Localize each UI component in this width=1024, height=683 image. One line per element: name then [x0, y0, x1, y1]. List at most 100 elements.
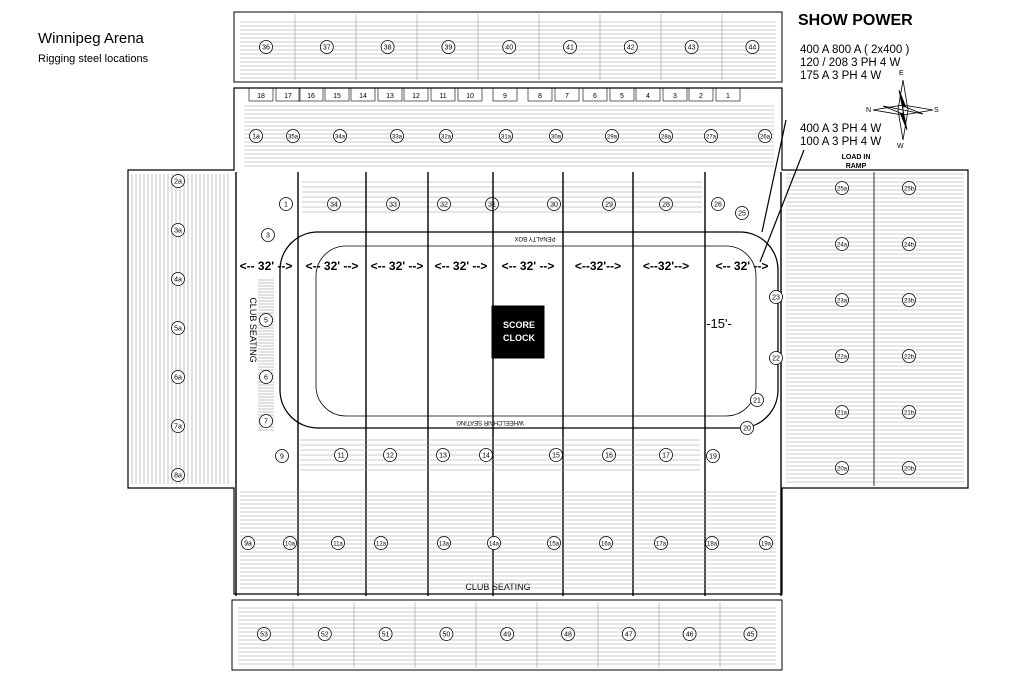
section-1-badge — [279, 197, 293, 211]
section-42-badge — [623, 40, 638, 54]
section-1a-label: 1a — [252, 134, 260, 141]
section-19-badge — [706, 449, 720, 463]
score-clock-box — [491, 305, 545, 359]
section-2a-label: 2a — [174, 179, 182, 186]
section-23b-label: 23b — [904, 299, 915, 305]
column-number-10: 10 — [466, 93, 474, 100]
section-14-badge — [479, 448, 493, 462]
section-52-label: 52 — [321, 632, 329, 639]
section-12a-label: 12a — [376, 542, 387, 548]
section-26a-label: 26a — [760, 135, 771, 141]
section-11a-label: 11a — [333, 542, 343, 548]
section-48-badge — [561, 627, 575, 641]
section-30a-label: 30a — [551, 135, 562, 141]
section-17-badge — [659, 448, 673, 462]
diagram-title: Winnipeg Arena — [38, 30, 144, 47]
bowl-outline — [127, 87, 969, 595]
section-36-label: 36 — [262, 45, 270, 52]
section-5-badge — [259, 313, 273, 327]
south-rink-seat-rows — [300, 439, 700, 471]
column-box — [635, 87, 661, 102]
power-spec-400-3ph: 400 A 3 PH 4 W — [800, 123, 882, 135]
column-number-14: 14 — [359, 93, 367, 100]
section-17a-label: 17a — [656, 542, 667, 548]
section-16-badge — [602, 448, 616, 462]
section-48-label: 48 — [564, 632, 572, 639]
section-31-label: 31 — [488, 202, 496, 209]
section-10a-label: 10a — [285, 542, 296, 548]
section-38-badge — [380, 40, 395, 54]
section-26-badge — [711, 197, 725, 211]
section-45-label: 45 — [747, 632, 755, 639]
penalty-box-label: PENALTY BOX — [514, 235, 555, 241]
section-20-label: 20 — [743, 426, 751, 433]
section-6-badge — [259, 370, 273, 384]
section-45-badge — [743, 627, 758, 641]
section-51-label: 51 — [382, 632, 390, 639]
section-34a-badge — [333, 129, 347, 143]
section-21-badge — [750, 393, 764, 407]
column-box — [275, 87, 301, 102]
section-16a-label: 16a — [601, 542, 612, 548]
section-49-badge — [500, 627, 515, 641]
section-6a-badge — [171, 370, 185, 384]
column-box — [715, 87, 741, 102]
section-22-label: 22 — [772, 356, 780, 363]
column-number-15: 15 — [333, 93, 341, 100]
ramp-line: RAMP — [845, 163, 867, 170]
ice-surface — [315, 245, 757, 417]
column-box — [688, 87, 714, 102]
compass-n-label: N — [866, 107, 872, 114]
section-18a-badge — [705, 536, 719, 550]
section-29a-label: 29a — [607, 135, 618, 141]
section-22b-label: 22b — [904, 355, 915, 361]
span-32-ft-label: <--32'--> — [575, 259, 621, 273]
section-32-label: 32 — [440, 202, 448, 209]
column-number-1: 1 — [726, 93, 730, 100]
upper-bowl-north — [233, 11, 783, 83]
power-spec-100-3ph: 100 A 3 PH 4 W — [800, 136, 882, 148]
column-number-12: 12 — [412, 93, 420, 100]
section-20b-label: 20b — [904, 467, 915, 473]
section-50-badge — [439, 627, 454, 641]
section-47-label: 47 — [625, 632, 633, 639]
wheelchair-seating-label: WHEELCHAIR SEATING — [456, 419, 524, 425]
span-32-ft-label: <--32'--> — [643, 259, 689, 273]
section-23a-label: 23a — [837, 299, 848, 305]
section-15a-label: 15a — [549, 542, 560, 548]
section-31a-label: 31a — [501, 135, 512, 141]
power-feed-line — [761, 119, 787, 233]
section-5a-badge — [171, 321, 185, 335]
column-box — [403, 87, 429, 102]
section-23b-badge — [902, 293, 916, 307]
section-22a-label: 22a — [837, 355, 848, 361]
section-4a-label: 4a — [174, 277, 182, 284]
compass-w-label: W — [897, 143, 904, 150]
section-42-label: 42 — [627, 45, 635, 52]
section-27a-badge — [704, 129, 718, 143]
section-1a-badge — [249, 129, 263, 143]
column-number-13: 13 — [386, 93, 394, 100]
section-12-label: 12 — [386, 453, 394, 460]
section-17a-badge — [654, 536, 668, 550]
section-29a-badge — [605, 129, 619, 143]
section-21a-badge — [835, 405, 849, 419]
section-15-badge — [549, 448, 563, 462]
power-feed-line — [759, 149, 805, 263]
section-24b-label: 24b — [904, 243, 915, 249]
east-stand-rows — [786, 173, 964, 483]
section-20a-label: 20a — [837, 467, 848, 473]
section-20-badge — [740, 421, 754, 435]
section-9-badge — [275, 449, 289, 463]
section-17-label: 17 — [662, 453, 670, 460]
span-32-ft-label: <-- 32' --> — [716, 259, 769, 273]
section-7-badge — [259, 414, 273, 428]
section-25a-badge — [835, 181, 849, 195]
section-32a-badge — [439, 129, 453, 143]
section-30-label: 30 — [550, 202, 558, 209]
column-number-9: 9 — [503, 93, 507, 100]
column-number-16: 16 — [307, 93, 315, 100]
section-41-label: 41 — [566, 45, 574, 52]
column-box — [377, 87, 403, 102]
